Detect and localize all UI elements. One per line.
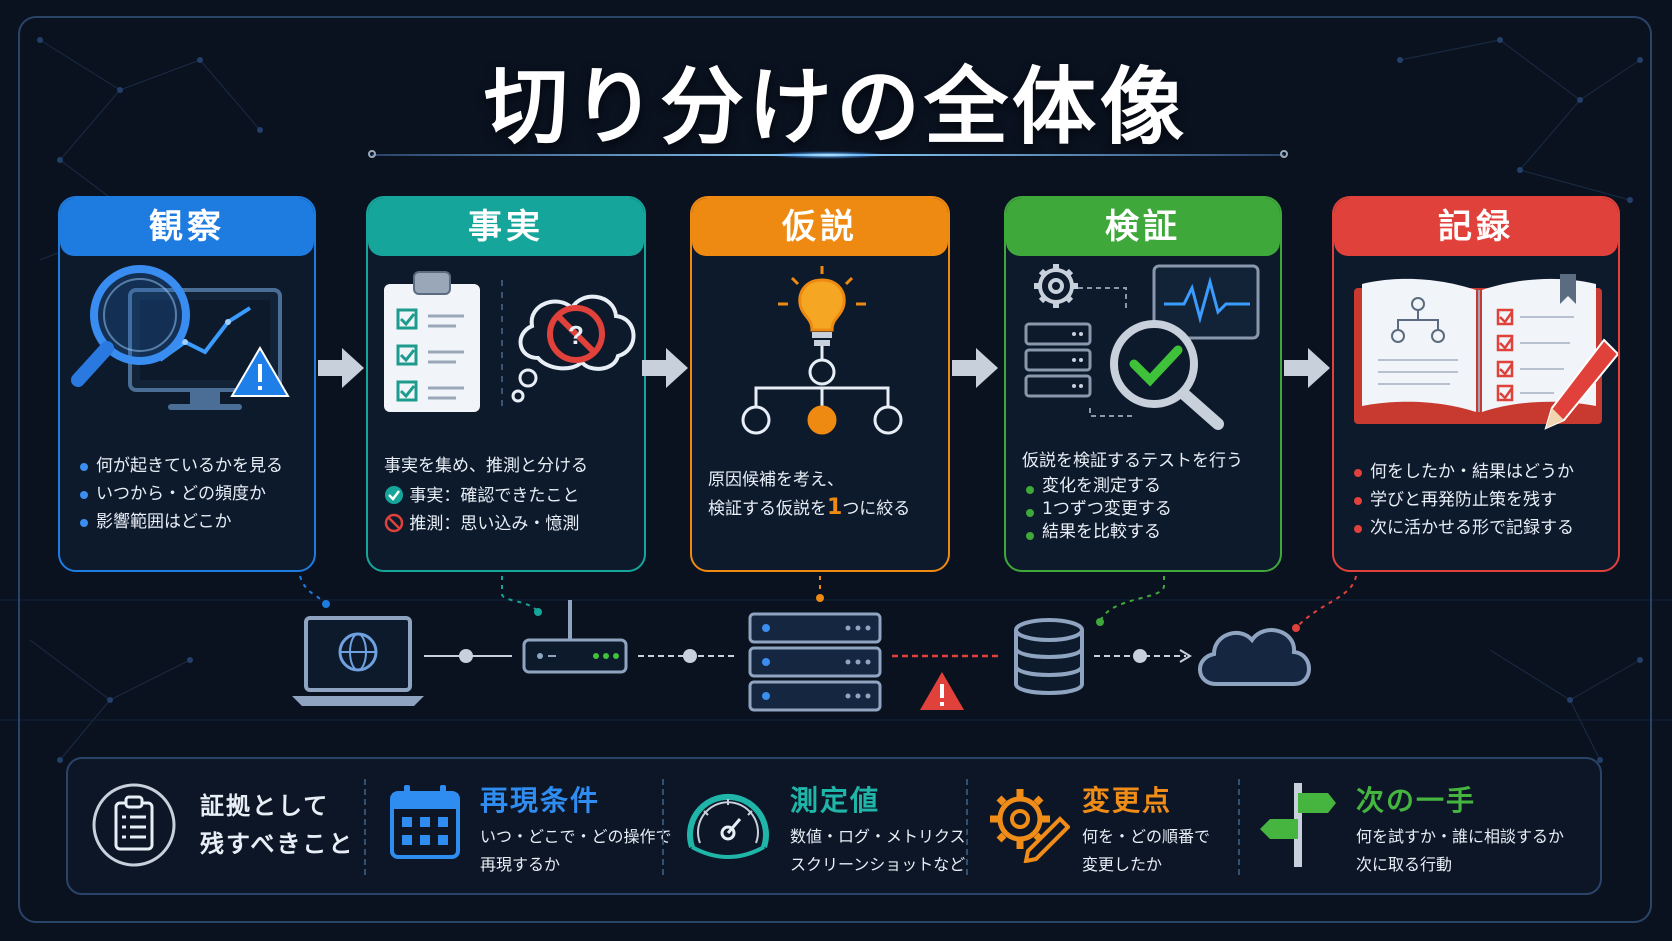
gear-pencil-icon bbox=[990, 789, 1070, 863]
evidence-item-desc: いつ・どこで・どの操作で 再現するか bbox=[480, 827, 672, 874]
flow-arrow bbox=[1284, 348, 1330, 388]
fact-illustration: ? bbox=[384, 271, 636, 412]
card-verify-heading: 検証 bbox=[1006, 198, 1280, 256]
card-hypothesis: 仮説 原因候補を考え、 検証する仮説を1つに絞る bbox=[690, 196, 950, 572]
outer-frame bbox=[18, 16, 1652, 923]
page-title: 切り分けの全体像 bbox=[483, 58, 1188, 156]
svg-text:?: ? bbox=[568, 320, 584, 350]
flow-arrow bbox=[318, 348, 364, 388]
prohibited-icon bbox=[384, 513, 404, 533]
list-item: 学びと再発防止策を残す bbox=[1350, 486, 1606, 514]
observe-illustration bbox=[71, 265, 290, 410]
divider bbox=[1238, 779, 1240, 875]
gauge-icon bbox=[687, 793, 769, 859]
record-illustration bbox=[1354, 274, 1618, 430]
router-icon bbox=[522, 600, 628, 674]
list-item: 影響範囲はどこか bbox=[76, 508, 302, 536]
signpost-icon bbox=[1260, 783, 1336, 867]
card-record: 記録 bbox=[1332, 196, 1620, 572]
server-icon bbox=[748, 612, 882, 712]
divider-dot-right bbox=[1280, 150, 1288, 158]
list-item: 何をしたか・結果はどうか bbox=[1350, 458, 1606, 486]
card-fact-heading: 事実 bbox=[368, 198, 644, 256]
hypothesis-line1: 原因候補を考え、 bbox=[708, 470, 844, 490]
fact-row-guess: 推測：思い込み・憶測 bbox=[384, 510, 632, 538]
list-item: いつから・どの頻度か bbox=[76, 480, 302, 508]
evidence-label: 証拠として 残すべきこと bbox=[200, 792, 355, 858]
laptop-icon bbox=[292, 616, 424, 706]
card-record-heading: 記録 bbox=[1334, 198, 1618, 256]
flow-arrow bbox=[952, 348, 998, 388]
lightbulb-icon bbox=[778, 266, 866, 346]
evidence-item-title: 再現条件 bbox=[480, 784, 601, 817]
divider bbox=[662, 779, 664, 875]
title-divider bbox=[372, 151, 1284, 159]
waveform-monitor-icon bbox=[1152, 264, 1260, 340]
fact-lead: 事実を集め、推測と分ける bbox=[384, 456, 588, 476]
card-observe-body: 何が起きているかを見る いつから・どの頻度か 影響範囲はどこか bbox=[76, 452, 302, 536]
check-circle-icon bbox=[385, 486, 403, 504]
card-verify: 検証 仮説を検証するテストを行 bbox=[1004, 196, 1282, 572]
evidence-item-desc: 何を試すか・誰に相談するか 次に取る行動 bbox=[1356, 827, 1565, 874]
card-fact-body: 事実を集め、推測と分ける 事実：確認できたこと 推測：思い込み・憶測 bbox=[384, 452, 632, 538]
evidence-item-desc: 何を・どの順番で 変更したか bbox=[1082, 827, 1211, 874]
evidence-item-next: 次の一手 何を試すか・誰に相談するか 次に取る行動 bbox=[1240, 759, 1600, 893]
verify-lead: 仮説を検証するテストを行う bbox=[1022, 451, 1243, 471]
evidence-item-title: 次の一手 bbox=[1356, 784, 1477, 817]
gear-icon bbox=[1034, 264, 1078, 308]
clipboard-checklist-icon bbox=[384, 271, 480, 412]
cloud-icon bbox=[1198, 628, 1311, 686]
hypothesis-line2: 検証する仮説を1つに絞る bbox=[708, 495, 911, 520]
card-observe: 観察 何が起きているかを見る いつから・どの頻度か 影響範囲はどこか bbox=[58, 196, 316, 572]
list-item: 1つずつ変更する bbox=[1022, 498, 1268, 521]
card-verify-body: 仮説を検証するテストを行う 変化を測定する 1つずつ変更する 結果を比較する bbox=[1022, 450, 1268, 544]
card-record-body: 何をしたか・結果はどうか 学びと再発防止策を残す 次に活かせる形で記録する bbox=[1350, 458, 1606, 542]
evidence-item-measure: 測定値 数値・ログ・メトリクス スクリーンショットなど bbox=[664, 759, 966, 893]
evidence-item-change: 変更点 何を・どの順番で 変更したか bbox=[968, 759, 1236, 893]
hypothesis-illustration bbox=[741, 266, 903, 435]
pencil-icon bbox=[1544, 338, 1618, 430]
list-item: 次に活かせる形で記録する bbox=[1350, 514, 1606, 542]
evidence-item-title: 変更点 bbox=[1082, 784, 1173, 817]
divider-dot-left bbox=[368, 150, 376, 158]
card-hypothesis-heading: 仮説 bbox=[692, 198, 948, 256]
network-diagram bbox=[292, 575, 1357, 712]
magnifier-check-icon bbox=[1110, 320, 1224, 430]
list-item: 何が起きているかを見る bbox=[76, 452, 302, 480]
evidence-header: 証拠として 残すべきこと bbox=[68, 759, 364, 893]
clipboard-icon bbox=[92, 783, 176, 867]
flow-arrow bbox=[642, 348, 688, 388]
warning-icon bbox=[230, 346, 290, 397]
tree-diagram-icon bbox=[741, 346, 903, 435]
card-observe-heading: 観察 bbox=[60, 198, 314, 256]
calendar-icon bbox=[390, 785, 460, 859]
evidence-panel: 証拠として 残すべきこと 再現条件 いつ・どこで・どの操作で 再現するか bbox=[66, 757, 1602, 895]
database-icon bbox=[1014, 618, 1084, 695]
open-book-icon bbox=[1354, 274, 1602, 424]
monitor-chart-icon bbox=[128, 288, 282, 410]
thought-cloud-no-icon: ? bbox=[511, 294, 636, 403]
list-item: 結果を比較する bbox=[1022, 521, 1268, 544]
divider bbox=[364, 779, 366, 875]
server-rack-icon bbox=[1024, 322, 1092, 398]
fact-row-confirmed: 事実：確認できたこと bbox=[384, 482, 632, 510]
list-item: 変化を測定する bbox=[1022, 475, 1268, 498]
warning-icon bbox=[920, 672, 964, 710]
magnifier-icon bbox=[71, 265, 190, 387]
evidence-item-desc: 数値・ログ・メトリクス スクリーンショットなど bbox=[790, 827, 966, 874]
evidence-item-title: 測定値 bbox=[790, 784, 881, 817]
card-hypothesis-body: 原因候補を考え、 検証する仮説を1つに絞る bbox=[708, 466, 936, 523]
evidence-item-repro: 再現条件 いつ・どこで・どの操作で 再現するか bbox=[366, 759, 672, 893]
verify-illustration bbox=[1024, 264, 1260, 430]
divider bbox=[966, 779, 968, 875]
card-fact: 事実 ? 事実を集め、推測と分ける bbox=[366, 196, 646, 572]
